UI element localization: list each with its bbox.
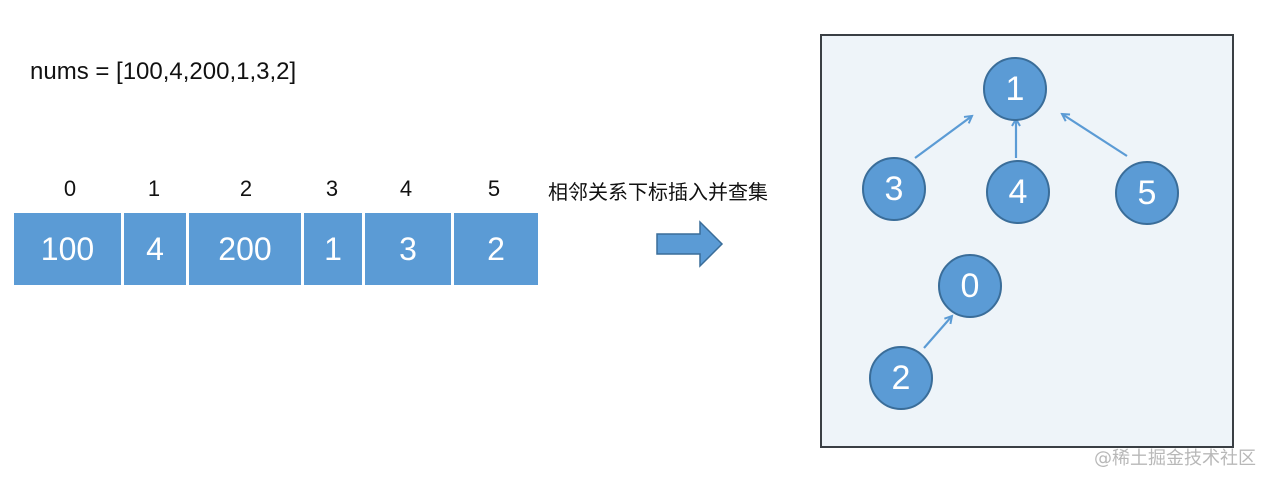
array-cell-5: 2 — [454, 213, 538, 285]
tree-node-4: 4 — [986, 160, 1050, 224]
edge-3-to-1 — [914, 116, 972, 159]
index-label-1: 1 — [147, 176, 161, 201]
array-cell-2: 200 — [189, 213, 301, 285]
watermark: @稀土掘金技术社区 — [1094, 448, 1256, 469]
array-cell-1: 4 — [124, 213, 186, 285]
tree-node-1: 1 — [983, 57, 1047, 121]
tree-node-0: 0 — [938, 254, 1002, 318]
right-arrow-icon — [656, 220, 724, 268]
tree-node-3: 3 — [862, 157, 926, 221]
nums-label: nums = [100,4,200,1,3,2] — [30, 58, 297, 85]
index-label-2: 2 — [239, 176, 253, 201]
array-cell-0: 100 — [14, 213, 121, 285]
edge-5-to-1 — [1062, 114, 1128, 157]
caption-text: 相邻关系下标插入并查集 — [548, 180, 768, 204]
index-label-5: 5 — [487, 176, 501, 201]
union-find-panel: 1 3 4 5 0 2 — [820, 34, 1234, 448]
tree-node-5: 5 — [1115, 161, 1179, 225]
index-label-4: 4 — [399, 176, 413, 201]
array-cell-3: 1 — [304, 213, 362, 285]
edge-2-to-0 — [923, 316, 952, 349]
tree-node-2: 2 — [869, 346, 933, 410]
array-cell-4: 3 — [365, 213, 451, 285]
tree-edges — [914, 36, 1128, 349]
index-label-0: 0 — [63, 176, 77, 201]
index-label-3: 3 — [325, 176, 339, 201]
